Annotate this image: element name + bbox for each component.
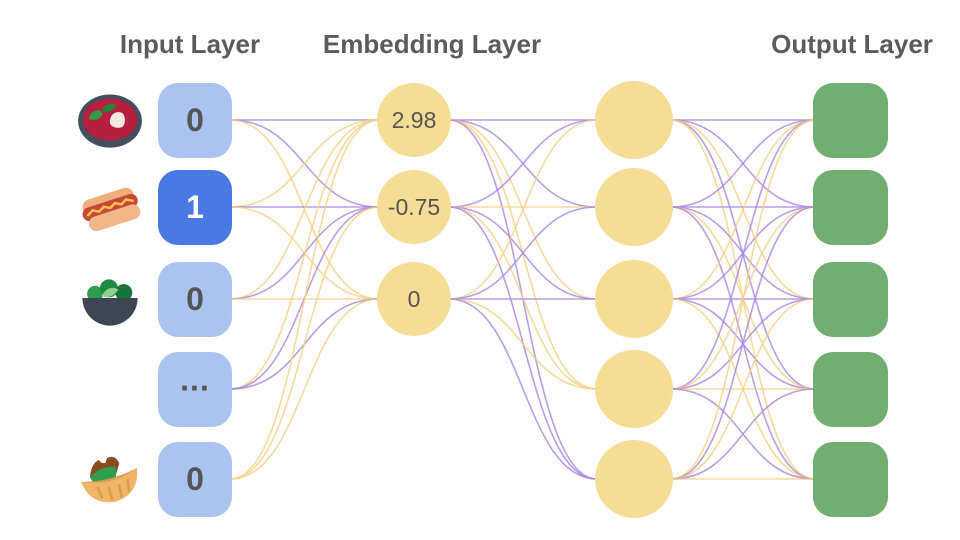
edge-embedding-hidden xyxy=(448,119,598,208)
edge-embedding-hidden xyxy=(448,206,598,300)
embedding-node-value: 0 xyxy=(407,285,421,312)
edge-embedding-hidden xyxy=(448,119,598,300)
embedding-node-value: 2.98 xyxy=(391,106,437,133)
input-node-value: 0 xyxy=(186,101,204,138)
output-node xyxy=(813,351,888,427)
output-node xyxy=(813,441,888,517)
hidden-node xyxy=(595,260,673,338)
edge-embedding-hidden xyxy=(448,206,598,390)
embedding-node: 2.98 xyxy=(377,83,451,157)
edge-input-embedding xyxy=(229,119,380,390)
hidden-node xyxy=(595,168,673,246)
embedding-node-value: -0.75 xyxy=(387,193,441,220)
edge-hidden-output xyxy=(670,119,816,390)
edge-input-embedding xyxy=(229,206,380,480)
edge-input-embedding xyxy=(229,119,380,208)
embedding-layer-title: Embedding Layer xyxy=(322,29,542,59)
edge-hidden-output xyxy=(670,119,816,300)
output-node xyxy=(813,261,888,337)
edge-input-embedding xyxy=(229,119,380,480)
input-node-value: 0 xyxy=(186,280,204,317)
output-layer-title: Output Layer xyxy=(771,29,933,59)
edge-input-embedding xyxy=(229,298,380,480)
input-node: 0 xyxy=(158,261,232,337)
edge-input-embedding xyxy=(229,119,380,300)
input-node-value: 0 xyxy=(186,460,204,497)
edge-hidden-output xyxy=(670,119,816,208)
output-node xyxy=(813,82,888,158)
input-node: ... xyxy=(158,351,232,427)
edge-hidden-output xyxy=(670,119,816,480)
embedding-node: 0 xyxy=(377,262,451,336)
input-node-value: 1 xyxy=(186,188,204,225)
embedding-node: -0.75 xyxy=(377,170,451,244)
input-node: 0 xyxy=(158,441,232,517)
pita-icon xyxy=(76,445,144,513)
input-node-value: ... xyxy=(180,360,210,397)
edge-hidden-output xyxy=(670,206,816,480)
hidden-node xyxy=(595,440,673,518)
edge-hidden-output xyxy=(670,298,816,480)
input-node: 1 xyxy=(158,169,232,245)
edge-embedding-hidden xyxy=(448,298,598,480)
input-layer-title: Input Layer xyxy=(119,29,261,59)
hotdog-icon xyxy=(76,173,144,241)
edge-embedding-hidden xyxy=(448,298,598,390)
salad-icon xyxy=(76,265,144,333)
hidden-node xyxy=(595,81,673,159)
input-node: 0 xyxy=(158,82,232,158)
hidden-node xyxy=(595,350,673,428)
edge-embedding-hidden xyxy=(448,119,598,390)
edge-hidden-output xyxy=(670,388,816,480)
borscht-icon xyxy=(76,86,144,154)
output-node xyxy=(813,169,888,245)
